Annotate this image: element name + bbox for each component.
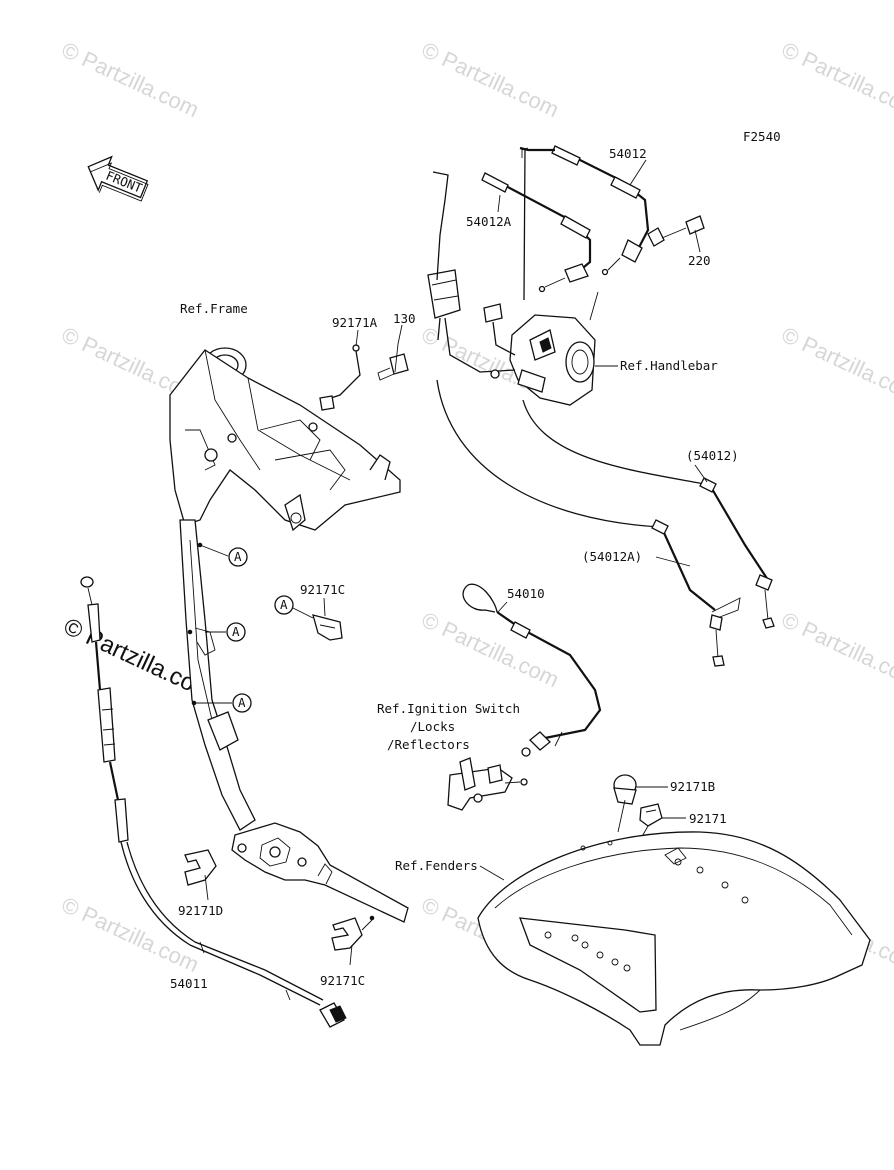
callout-a: A (232, 624, 240, 639)
callout-a: A (238, 695, 246, 710)
label-54012: 54012 (609, 146, 647, 161)
throttle-cables (481, 145, 705, 293)
label-54012a-ref: (54012A) (582, 549, 642, 564)
watermark: © Partzilla.com (418, 37, 563, 122)
clutch-cable-54011 (80, 576, 347, 1028)
label-92171d: 92171D (178, 903, 223, 918)
clamp-92171c-top (312, 614, 343, 641)
label-54010: 54010 (507, 586, 545, 601)
handlebar-switch (427, 269, 599, 406)
clamp-92171d (184, 849, 217, 901)
clamp-92171a (319, 344, 361, 411)
throttle-cable-runs (432, 147, 775, 667)
bolt-130 (377, 343, 409, 381)
clamp-92171b (613, 774, 668, 805)
label-220: 220 (688, 253, 711, 268)
label-54012a: 54012A (466, 214, 512, 229)
callouts-a: A A A A (194, 544, 314, 713)
ignition-bracket (447, 757, 528, 811)
watermark: © Partzilla.com (778, 607, 894, 692)
diagram-code: F2540 (743, 129, 781, 144)
watermark: © Partzilla.com (58, 37, 203, 122)
callout-a: A (234, 549, 242, 564)
rear-fender (477, 831, 871, 1046)
label-92171a: 92171A (332, 315, 378, 330)
label-ref-frame: Ref.Frame (180, 301, 248, 316)
front-arrow: FRONT (87, 155, 149, 202)
label-92171c-bottom: 92171C (320, 973, 365, 988)
label-92171b: 92171B (670, 779, 715, 794)
leader-lines (323, 159, 708, 881)
callout-a: A (280, 597, 288, 612)
label-92171: 92171 (689, 811, 727, 826)
label-54012-ref: (54012) (686, 448, 739, 463)
watermark: © Partzilla.com (418, 607, 563, 692)
labels: 54012 54012A 220 Ref.Frame 92171A 130 Re… (170, 146, 739, 991)
label-92171c-top: 92171C (300, 582, 345, 597)
label-ref-ignition-switch: Ref.Ignition Switch (377, 701, 520, 716)
clamp-92171 (617, 799, 686, 841)
label-54011: 54011 (170, 976, 208, 991)
clamp-92171c-bottom (331, 915, 375, 966)
watermark: © Partzilla.com (778, 37, 894, 122)
label-ref-handlebar: Ref.Handlebar (620, 358, 718, 373)
label-locks: /Locks (410, 719, 455, 734)
ignition-cable-54010 (462, 583, 602, 757)
watermark: © Partzilla.com (778, 322, 894, 407)
label-ref-fenders: Ref.Fenders (395, 858, 478, 873)
label-130: 130 (393, 311, 416, 326)
label-reflectors: /Reflectors (387, 737, 470, 752)
frame-drawing (169, 347, 409, 923)
